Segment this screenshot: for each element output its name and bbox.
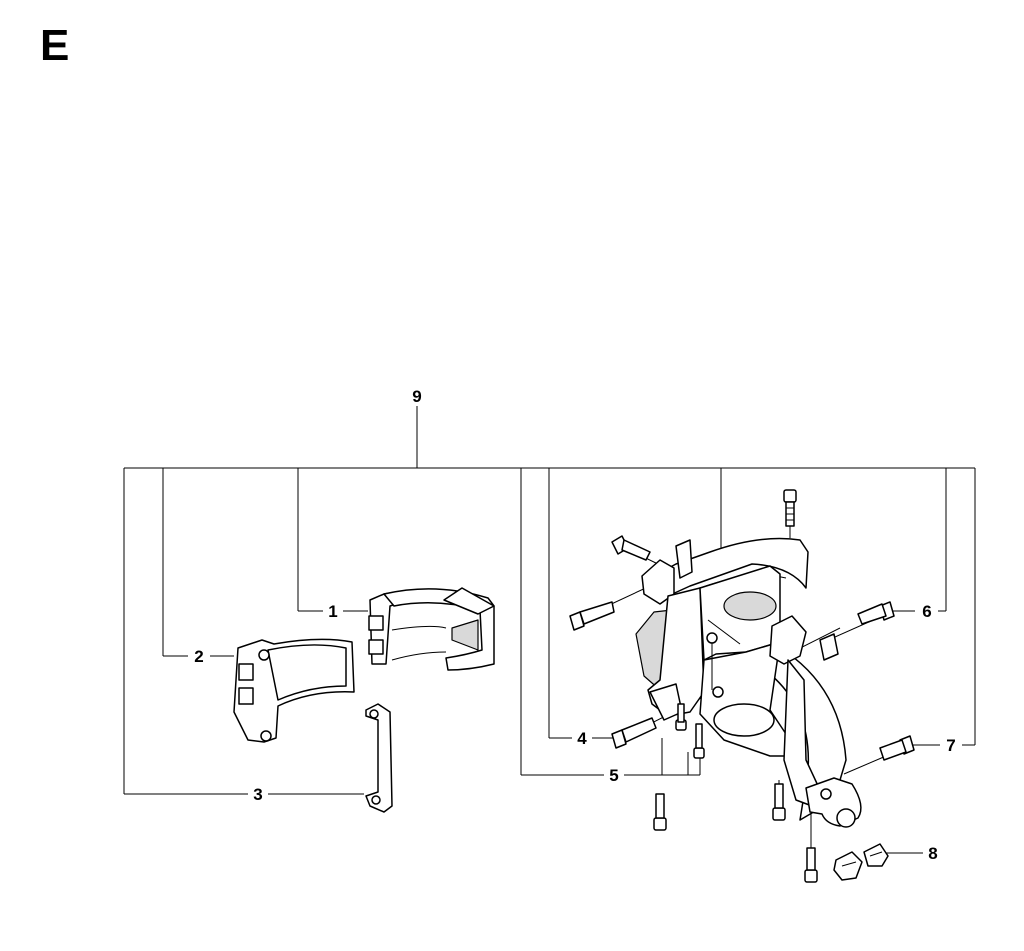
callout-2: 2 xyxy=(194,647,203,666)
callout-6: 6 xyxy=(922,602,931,621)
callout-9: 9 xyxy=(412,387,421,406)
part-2-gasket xyxy=(233,638,355,743)
part-3-plate xyxy=(365,703,393,813)
part-1-rubber-mount xyxy=(368,587,495,671)
callout-4: 4 xyxy=(577,729,587,748)
part-frame-body xyxy=(635,537,862,828)
screws xyxy=(569,489,915,883)
callout-1: 1 xyxy=(328,602,337,621)
callout-5: 5 xyxy=(609,766,618,785)
callout-7: 7 xyxy=(946,736,955,755)
callout-labels: 9 1 2 3 4 5 6 7 8 xyxy=(194,387,955,863)
callout-8: 8 xyxy=(928,844,937,863)
callout-3: 3 xyxy=(253,785,262,804)
part-8-clips xyxy=(833,843,889,881)
section-letter: E xyxy=(40,21,70,70)
